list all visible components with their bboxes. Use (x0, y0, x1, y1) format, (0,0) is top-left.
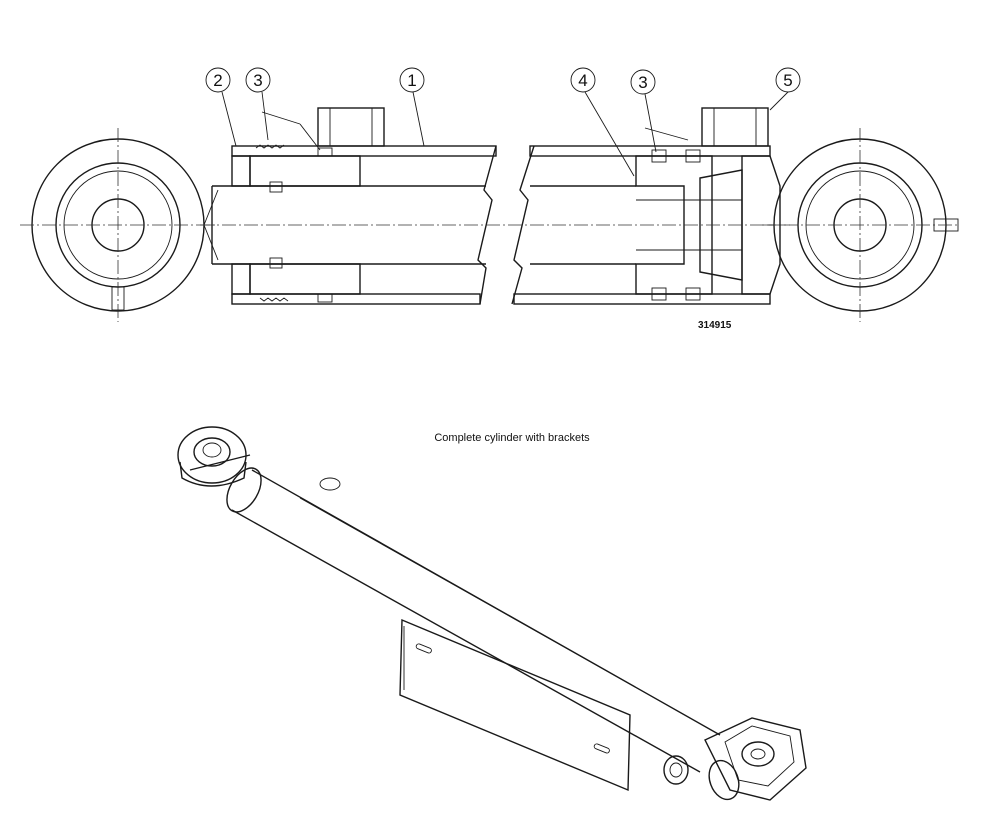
isometric-cylinder (177, 426, 807, 801)
left-eye-end-view (20, 128, 219, 322)
cylinder-right-half (511, 107, 781, 305)
callout-3-left: 3 (245, 67, 271, 93)
drawing-number: 314915 (698, 320, 732, 331)
callout-label: 3 (638, 73, 647, 92)
callout-3-right: 3 (630, 69, 656, 95)
callout-label: 4 (578, 71, 587, 90)
callout-label: 3 (253, 71, 262, 90)
right-eye-end-view (762, 128, 960, 322)
callout-label: 5 (783, 71, 792, 90)
callout-4: 4 (570, 67, 596, 93)
section-view (20, 91, 960, 322)
callout-label: 1 (407, 71, 416, 90)
callout-label: 2 (213, 71, 222, 90)
callout-1: 1 (399, 67, 425, 93)
cylinder-left-half (211, 107, 497, 305)
callout-5: 5 (775, 67, 801, 93)
isometric-caption: Complete cylinder with brackets (434, 432, 590, 444)
callout-2: 2 (205, 67, 231, 93)
callout-leaders (221, 91, 789, 177)
